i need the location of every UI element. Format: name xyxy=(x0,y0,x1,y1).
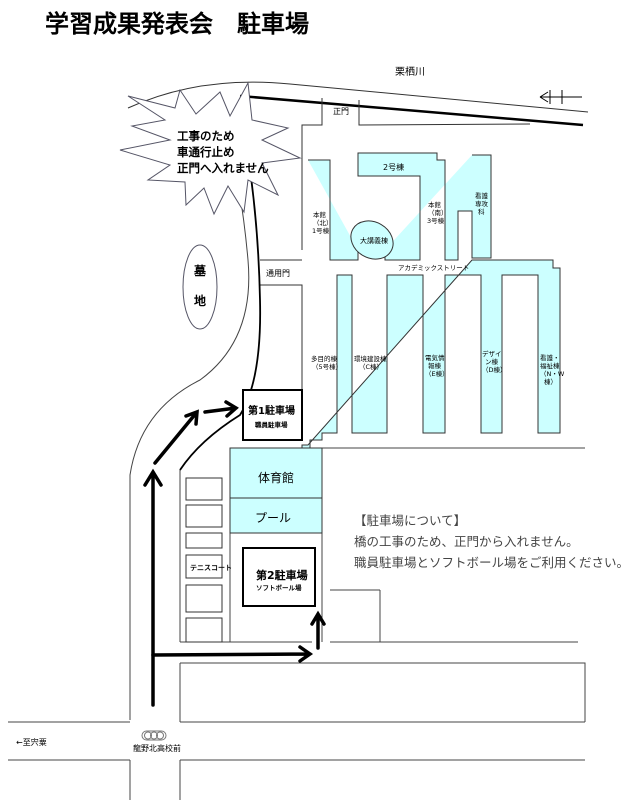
parking-1-label: 第1駐車場 xyxy=(248,404,295,417)
bldgE-label: 電気情 xyxy=(425,353,445,362)
nursing-label: 看護 xyxy=(475,191,489,200)
arrow-diagonal xyxy=(153,409,199,465)
parking-2-sub: ソフトボール場 xyxy=(256,583,302,592)
bldgNW-label: 棟） xyxy=(544,377,557,386)
campus-buildings xyxy=(229,152,561,534)
gym xyxy=(229,447,323,499)
academic-street-label: アカデミックストリート xyxy=(398,263,469,272)
campus-wall-north xyxy=(301,98,531,250)
parking-2-label: 第2駐車場 xyxy=(256,568,308,582)
cemetery-label-2: 地 xyxy=(194,293,206,308)
bldgC-label: 環境建設棟 xyxy=(354,354,387,363)
bldg3-label: （南） xyxy=(428,208,448,217)
parking-1-sub: 職員駐車場 xyxy=(255,420,288,429)
nursing-label: 専攻 xyxy=(475,199,489,208)
bldg3-label: 本館 xyxy=(428,200,442,209)
bus-stop-icon xyxy=(141,730,167,741)
side-gate-label: 通用門 xyxy=(266,268,290,278)
parking-1[interactable] xyxy=(242,389,303,441)
parking-2[interactable] xyxy=(242,547,316,607)
campus-boundary-south xyxy=(179,447,585,642)
river-label: 栗栖川 xyxy=(395,65,425,78)
bldgD-label: ン棟 xyxy=(485,357,499,366)
bldg1-label: 1号棟 xyxy=(312,226,330,235)
bldg5-label: 多目的棟 xyxy=(311,354,338,363)
river-bank-north xyxy=(127,81,589,113)
road-edges xyxy=(8,641,586,800)
info-heading: 【駐車場について】 xyxy=(354,513,467,528)
bus-stop-label: 龍野北高校前 xyxy=(133,743,181,753)
gym-label: 体育館 xyxy=(258,470,294,485)
route-arrows xyxy=(143,400,326,707)
bldgC-label: （C棟） xyxy=(359,362,383,371)
lecture-hall-label: 大講義棟 xyxy=(360,236,388,245)
river-bank-south xyxy=(239,94,584,127)
tennis-label: テニスコート xyxy=(190,564,232,572)
info-line-2: 職員駐車場とソフトボール場をご利用ください。 xyxy=(354,555,629,570)
warning-line-3: 正門へ入れません xyxy=(177,161,269,175)
bldg3-label: 3号棟 xyxy=(427,216,445,225)
bridge-icon xyxy=(539,90,582,104)
cemetery xyxy=(182,244,218,330)
arrow-east xyxy=(151,645,314,663)
bldgE-label: （E棟） xyxy=(425,369,449,378)
arrow-up-main xyxy=(143,468,163,707)
bldg1-label: （北） xyxy=(313,219,333,227)
warning-burst xyxy=(119,81,302,216)
bldgNW-label: （N・W xyxy=(540,370,565,378)
bldgD-label: （D棟） xyxy=(482,365,507,374)
bldgNW-label: 福祉棟 xyxy=(540,361,560,370)
bldg5-label: （5号棟） xyxy=(312,362,342,371)
side-gate-wall xyxy=(260,259,303,400)
pool-label: プール xyxy=(255,511,291,525)
lecture-hall xyxy=(350,220,394,260)
arrow-to-parking-1 xyxy=(203,400,239,418)
warning-line-1: 工事のため xyxy=(177,129,235,143)
parking-info: 【駐車場について】 橋の工事のため、正門から入れません。 職員駐車場とソフトボー… xyxy=(354,510,629,573)
map-title: 学習成果発表会 駐車場 xyxy=(45,10,309,38)
bldgE-label: 報棟 xyxy=(428,361,442,370)
main-gate-label: 正門 xyxy=(333,107,349,116)
nursing-label: 科 xyxy=(478,207,485,216)
tennis-courts xyxy=(185,477,223,643)
bldg2-label: 2号棟 xyxy=(383,162,404,172)
road-right-edge xyxy=(179,109,262,471)
bldgNW-label: 看護・ xyxy=(540,353,560,362)
pool xyxy=(229,497,323,534)
bldgD-label: デザイ xyxy=(482,349,502,358)
direction-west-label: ←至宍粟 xyxy=(16,737,47,747)
info-line-1: 橋の工事のため、正門から入れません。 xyxy=(354,534,579,549)
arrow-to-parking-2 xyxy=(310,610,326,650)
warning-line-2: 車通行止め xyxy=(177,145,235,159)
bldg1-label: 本館 xyxy=(313,210,327,219)
cemetery-label-1: 墓 xyxy=(193,263,207,278)
